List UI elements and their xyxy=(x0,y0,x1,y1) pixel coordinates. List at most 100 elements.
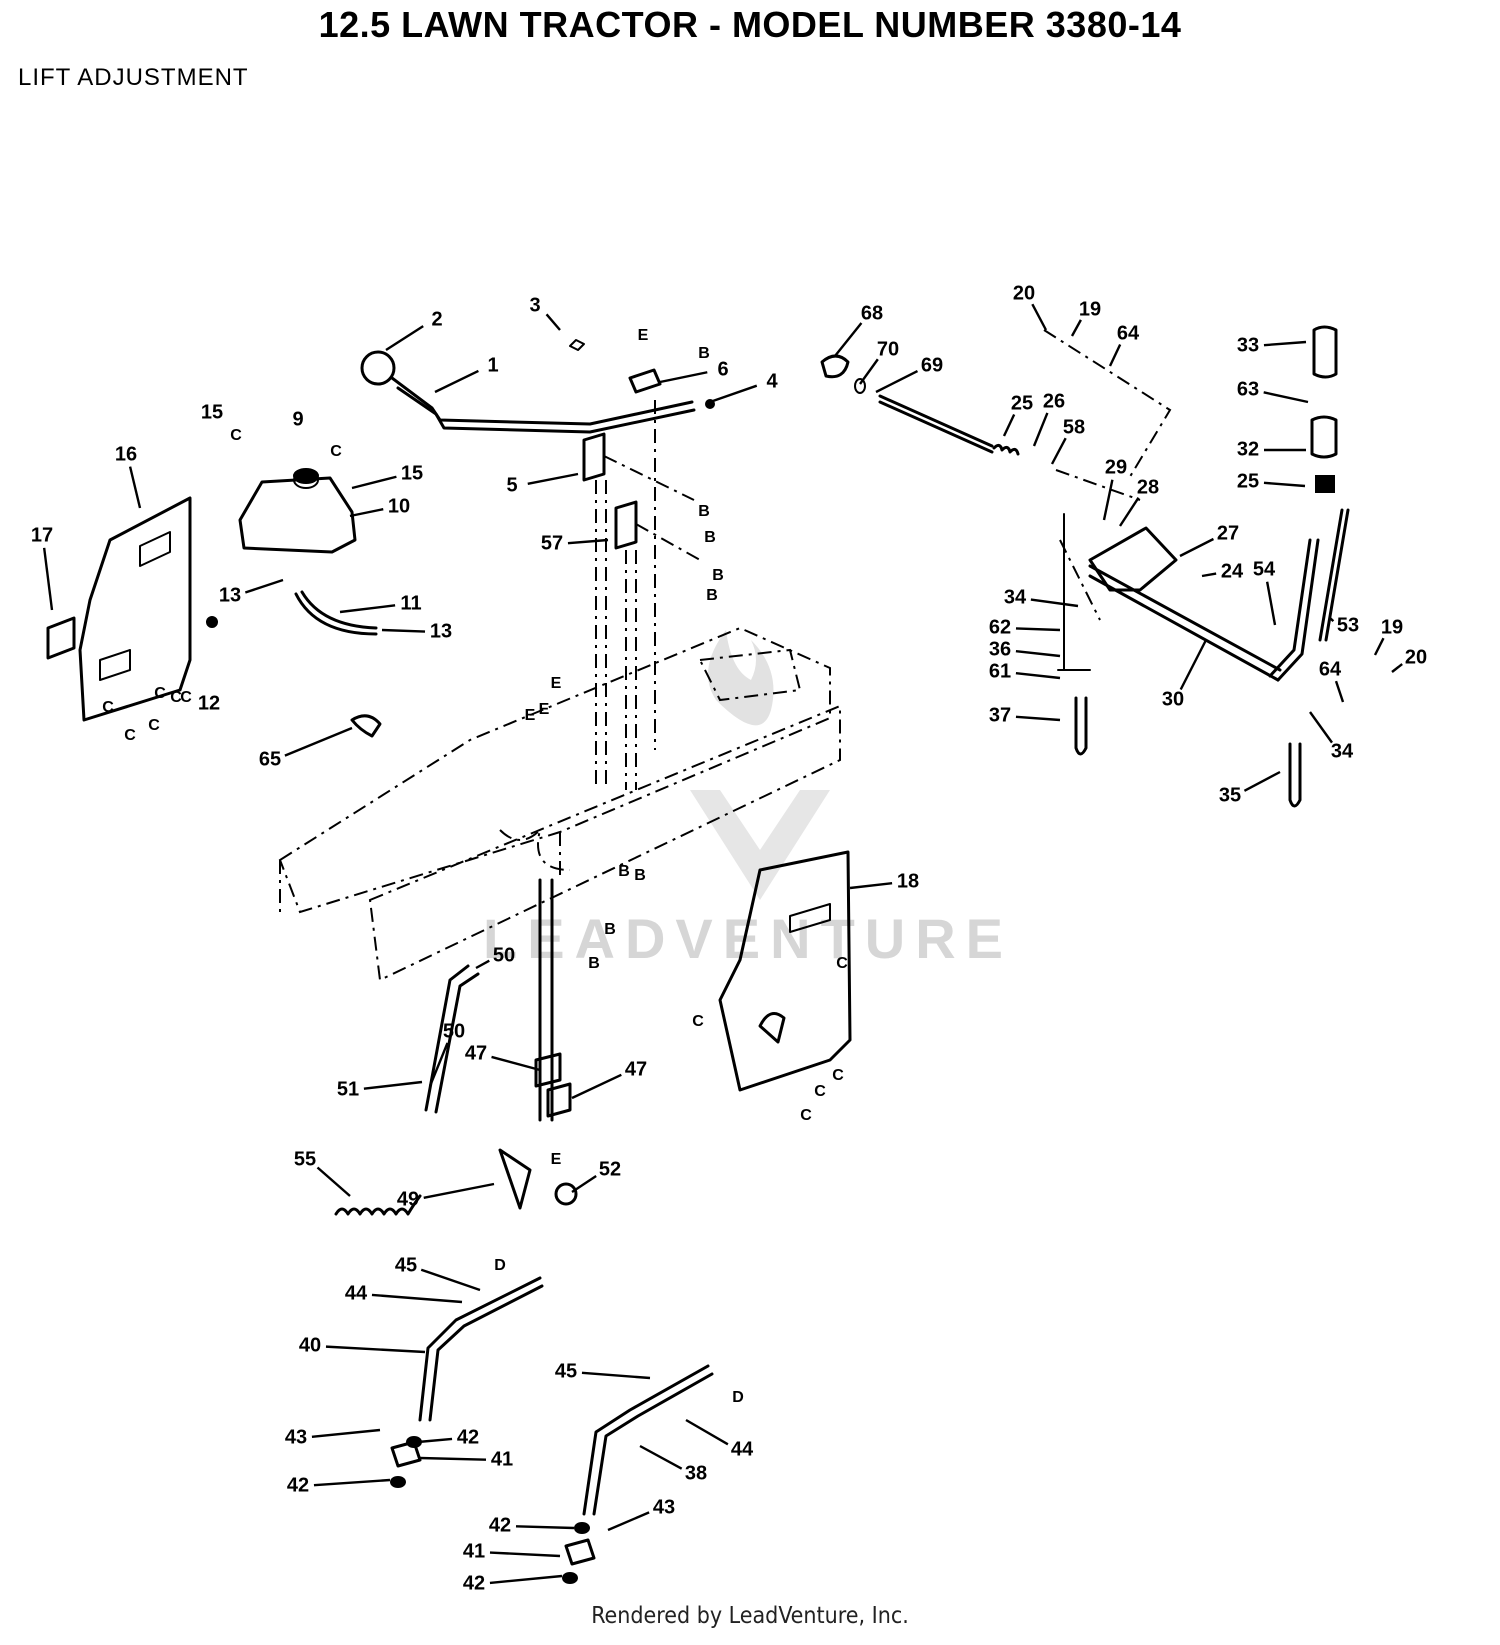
leader-line-70 xyxy=(859,358,879,385)
leader-line-52 xyxy=(571,1175,597,1194)
pivot-brackets xyxy=(582,400,701,790)
leader-line-16 xyxy=(128,466,142,509)
leader-line-44 xyxy=(685,1418,729,1446)
part-callout-45: 45 xyxy=(395,1254,417,1276)
reference-letter-b: B xyxy=(712,567,724,584)
leader-line-6 xyxy=(659,371,708,384)
part-callout-42: 42 xyxy=(489,1514,511,1536)
reference-letter-e: E xyxy=(525,707,536,724)
side-panel-right xyxy=(718,850,852,1092)
part-65 xyxy=(350,714,382,738)
leader-line-19 xyxy=(1070,319,1082,337)
part-callout-1: 1 xyxy=(487,354,498,376)
part-callout-43: 43 xyxy=(653,1496,675,1518)
part-callout-43: 43 xyxy=(285,1426,307,1448)
leader-line-38 xyxy=(639,1444,683,1470)
part-callout-58: 58 xyxy=(1063,416,1085,438)
leader-line-61 xyxy=(1015,672,1061,680)
leader-line-64 xyxy=(1108,343,1122,367)
part-callout-2: 2 xyxy=(431,308,442,330)
leader-line-62 xyxy=(1015,627,1061,632)
part-callout-11: 11 xyxy=(400,592,421,614)
lift-arm xyxy=(334,1148,578,1216)
part-callout-53: 53 xyxy=(1337,614,1359,636)
leader-line-58 xyxy=(1050,437,1067,465)
height-adjust-rod xyxy=(820,329,1172,501)
part-callout-44: 44 xyxy=(345,1282,368,1304)
leader-line-42 xyxy=(489,1574,563,1585)
leader-line-53 xyxy=(1329,617,1335,623)
part-callout-30: 30 xyxy=(1162,688,1184,710)
leader-line-42 xyxy=(515,1525,575,1530)
part-callout-47: 47 xyxy=(625,1058,647,1080)
part-callout-9: 9 xyxy=(292,408,303,430)
leader-line-13 xyxy=(244,578,284,594)
reference-letter-b: B xyxy=(698,503,710,520)
leader-line-20 xyxy=(1391,663,1403,673)
leader-line-47 xyxy=(571,1073,622,1100)
leader-line-54 xyxy=(1265,581,1277,626)
leader-line-50 xyxy=(475,959,490,970)
part-callout-50: 50 xyxy=(443,1020,465,1042)
watermark: LEADVENTURE xyxy=(483,630,1013,970)
leader-line-1 xyxy=(434,369,479,394)
part-callout-62: 62 xyxy=(989,616,1011,638)
leader-line-64 xyxy=(1334,680,1345,703)
reference-letter-c: C xyxy=(180,689,192,706)
leader-line-68 xyxy=(834,322,863,357)
leader-line-63 xyxy=(1263,391,1309,404)
watermark-text: LEADVENTURE xyxy=(483,907,1013,970)
reference-letter-c: C xyxy=(814,1083,826,1100)
leader-line-24 xyxy=(1201,572,1217,578)
reference-letter-c: C xyxy=(154,685,166,702)
leader-line-37 xyxy=(1015,715,1061,722)
part-callout-26: 26 xyxy=(1043,390,1065,412)
leader-line-44 xyxy=(371,1293,463,1304)
reference-letter-e: E xyxy=(539,701,550,718)
reference-letter-c: C xyxy=(692,1013,704,1030)
reference-letter-c: C xyxy=(124,727,136,744)
part-callout-64: 64 xyxy=(1319,658,1342,680)
part-callout-41: 41 xyxy=(491,1448,513,1470)
reference-letter-b: B xyxy=(634,867,646,884)
leader-line-36 xyxy=(1015,650,1061,658)
leader-line-13 xyxy=(381,628,426,633)
reference-letter-c: C xyxy=(832,1067,844,1084)
reference-letter-e: E xyxy=(638,327,649,344)
leader-line-5 xyxy=(527,472,579,486)
part-callout-20: 20 xyxy=(1013,282,1035,304)
reference-letter-b: B xyxy=(698,345,710,362)
part-callout-33: 33 xyxy=(1237,334,1259,356)
reference-letter-e: E xyxy=(551,675,562,692)
reference-letter-c: C xyxy=(148,717,160,734)
part-callout-40: 40 xyxy=(299,1334,321,1356)
leader-line-11 xyxy=(339,604,396,614)
v-logo-icon xyxy=(690,790,830,900)
part-callout-20: 20 xyxy=(1405,646,1427,668)
leader-line-29 xyxy=(1102,479,1114,521)
part-callout-4: 4 xyxy=(766,370,778,392)
reference-letter-c: C xyxy=(330,443,342,460)
lift-rods xyxy=(424,878,572,1122)
part-callout-3: 3 xyxy=(529,294,540,316)
leader-line-18 xyxy=(849,882,893,890)
part-callout-18: 18 xyxy=(897,870,919,892)
part-callout-42: 42 xyxy=(457,1426,479,1448)
leader-line-25 xyxy=(1002,413,1016,437)
part-callout-41: 41 xyxy=(463,1540,485,1562)
leader-line-42 xyxy=(313,1478,391,1487)
part-callout-28: 28 xyxy=(1137,476,1159,498)
lift-shaft-assembly xyxy=(1057,325,1350,808)
part-callout-6: 6 xyxy=(717,358,728,380)
leader-line-2 xyxy=(385,325,424,352)
part-callout-34: 34 xyxy=(1004,586,1027,608)
flame-logo-icon xyxy=(708,630,774,726)
part-callout-44: 44 xyxy=(731,1438,754,1460)
reference-letter-c: C xyxy=(230,427,242,444)
reference-letter-c: C xyxy=(800,1107,812,1124)
reference-letter-b: B xyxy=(604,921,616,938)
part-callout-15: 15 xyxy=(201,401,223,423)
callout-layer: 1234569101112131315151617181919202024252… xyxy=(31,282,1427,1594)
lift-link-left xyxy=(390,1276,544,1488)
